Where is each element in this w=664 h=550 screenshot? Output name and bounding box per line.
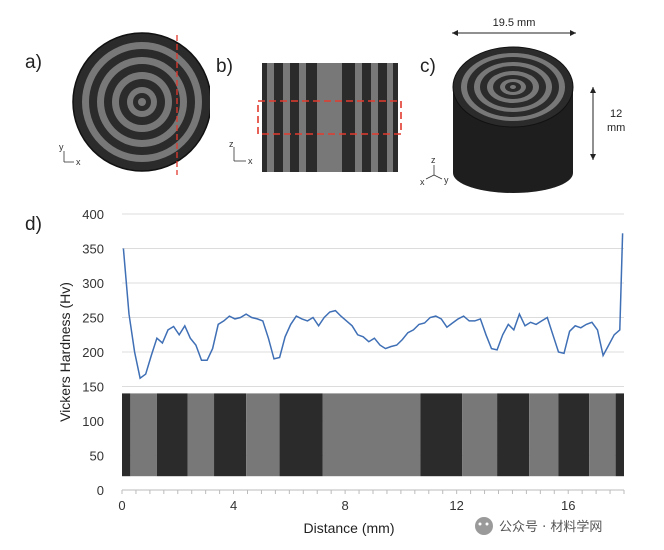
axis-label-y: y — [444, 175, 449, 185]
x-tick-labels: 0 4 8 12 16 — [118, 498, 575, 513]
height-unit: mm — [607, 122, 625, 134]
watermark-text: 公众号 · 材料学网 — [499, 519, 602, 535]
y-tick-label: 200 — [82, 345, 104, 360]
y-tick-label: 150 — [82, 380, 104, 395]
x-tick-label: 12 — [449, 498, 463, 513]
y-axis-title: Vickers Hardness (Hv) — [57, 282, 73, 422]
y-tick-labels: 0 50 100 150 200 250 300 350 400 — [82, 207, 104, 498]
axis-triad-c: z x y — [420, 155, 449, 187]
wechat-icon-eye-left — [478, 522, 482, 526]
panel-label-a: a) — [25, 52, 42, 73]
ring-band-dark — [615, 393, 624, 477]
axis-label-z: z — [431, 155, 436, 165]
y-tick-label: 400 — [82, 207, 104, 222]
ring-band-dark — [122, 393, 131, 477]
wechat-icon — [475, 517, 493, 535]
section-bands — [262, 63, 398, 172]
ring-band-light — [130, 393, 157, 477]
ring-band-light — [462, 393, 498, 477]
x-tick-label: 0 — [118, 498, 125, 513]
panel-label-b: b) — [216, 56, 233, 77]
dimension-height: 12 mm — [590, 87, 625, 160]
ring-band-dark — [156, 393, 188, 477]
axis-label-z: z — [229, 139, 234, 149]
panel-b-cross-section: z x — [229, 63, 402, 172]
ring-band-dark — [214, 393, 247, 477]
ring-bands — [122, 393, 624, 477]
ring-band-light — [322, 393, 421, 477]
y-tick-label: 350 — [82, 242, 104, 257]
ring-band-light — [529, 393, 559, 477]
cylinder-body — [452, 46, 574, 193]
hardness-series-line — [122, 233, 624, 380]
ring-band-dark — [420, 393, 463, 477]
concentric-disc — [72, 32, 210, 172]
chart-axes — [121, 489, 625, 494]
wechat-icon-eye-right — [485, 522, 489, 526]
axis-label-x: x — [248, 156, 253, 166]
x-tick-label: 4 — [230, 498, 237, 513]
diameter-label: 19.5 mm — [493, 17, 536, 29]
ring-band-dark — [497, 393, 530, 477]
panel-a-top-view: y x — [59, 32, 210, 175]
axis-label-y: y — [59, 142, 64, 152]
axis-label-x: x — [76, 157, 81, 167]
x-tick-label: 16 — [561, 498, 575, 513]
y-tick-label: 300 — [82, 276, 104, 291]
hardness-chart: 0 50 100 150 200 250 300 350 400 0 4 8 12 16 Distanc… — [57, 207, 625, 536]
x-tick-label: 8 — [341, 498, 348, 513]
ring-band-dark — [279, 393, 323, 477]
watermark: 公众号 · 材料学网 — [475, 517, 602, 535]
y-tick-label: 100 — [82, 414, 104, 429]
indent-region-box — [257, 100, 402, 135]
ring-band-dark — [558, 393, 590, 477]
y-tick-label: 0 — [97, 483, 104, 498]
axis-triad-a: y x — [59, 142, 81, 167]
ring-band-light — [187, 393, 215, 477]
panel-label-c: c) — [420, 56, 436, 77]
y-tick-label: 250 — [82, 311, 104, 326]
y-tick-label: 50 — [90, 449, 104, 464]
panel-label-d: d) — [25, 214, 42, 235]
axis-label-x: x — [420, 177, 425, 187]
panel-c-cylinder: 19.5 mm 12 mm z x y — [420, 17, 625, 193]
axis-triad-b: z x — [229, 139, 253, 166]
ring-band-light — [589, 393, 616, 477]
dimension-diameter: 19.5 mm — [452, 17, 576, 36]
x-axis-title: Distance (mm) — [303, 520, 394, 536]
ring-band-light — [246, 393, 280, 477]
height-value: 12 — [610, 108, 622, 120]
